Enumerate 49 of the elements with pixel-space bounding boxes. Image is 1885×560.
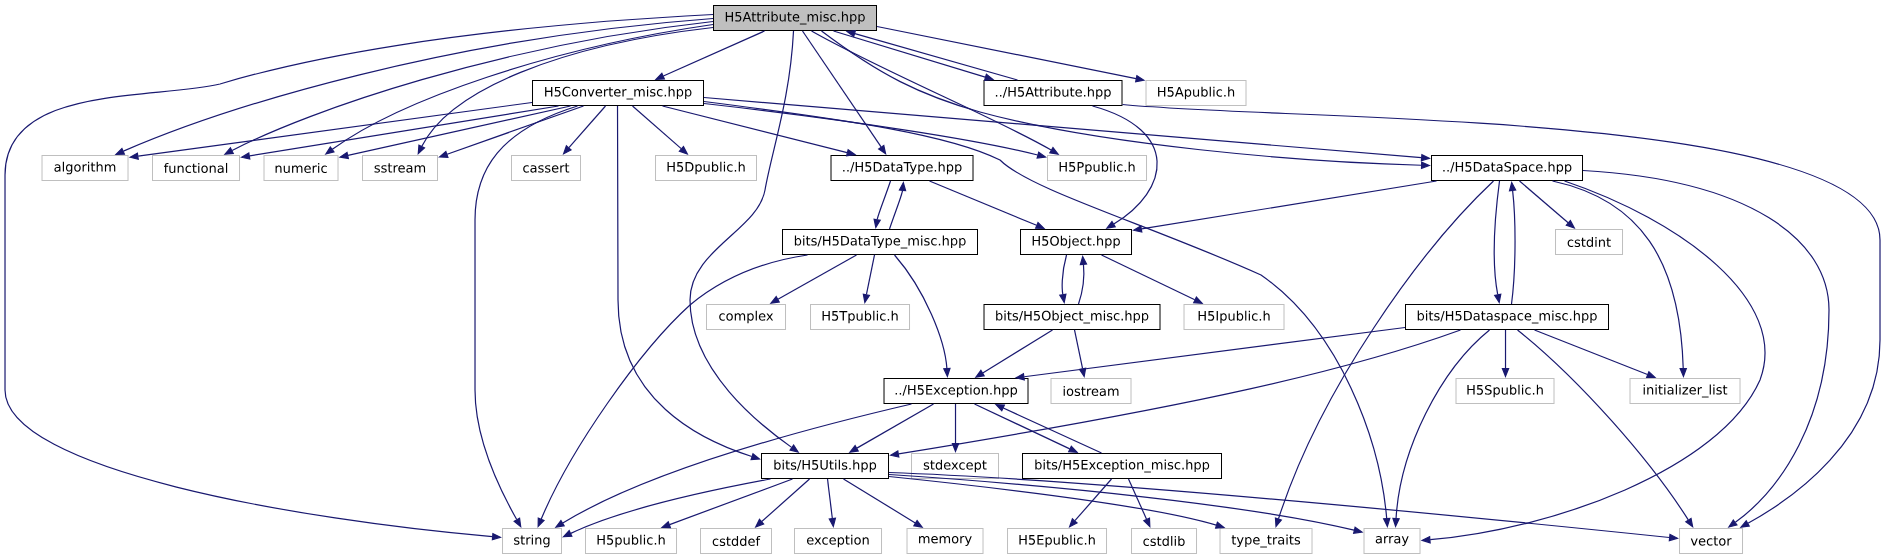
file-box: algorithm [41, 155, 129, 181]
file-box: complex [706, 304, 786, 330]
file-box: vector [1679, 528, 1743, 554]
file-box: array [1363, 528, 1421, 554]
file-box: H5Dpublic.h [655, 155, 757, 181]
file-box: initializer_list [1629, 378, 1741, 404]
file-box: ../H5Exception.hpp [883, 378, 1029, 404]
file-box: bits/H5DataType_misc.hpp [782, 229, 978, 255]
file-box: cstddef [700, 528, 772, 554]
file-box: string [502, 528, 562, 554]
arrow [4, 13, 714, 541]
arrow [562, 478, 772, 538]
file-box: H5Tpublic.h [810, 304, 910, 330]
arrow [417, 26, 714, 155]
arrow [1121, 103, 1881, 528]
file-box: H5Apublic.h [1145, 80, 1247, 106]
file-box: cstdint [1555, 229, 1623, 255]
file-box: stdexcept [911, 453, 999, 479]
arrow [1516, 329, 1694, 528]
file-box: H5Converter_misc.hpp [532, 80, 704, 106]
arrow [1582, 169, 1830, 528]
file-box: ../H5DataSpace.hpp [1431, 155, 1583, 181]
file-box: H5Spublic.h [1455, 378, 1555, 404]
file-box: sstream [362, 155, 438, 181]
file-box: numeric [263, 155, 339, 181]
file-box: H5Object.hpp [1020, 229, 1132, 255]
file-box: bits/H5Exception_misc.hpp [1022, 453, 1222, 479]
arrow [474, 105, 579, 528]
file-box: cstdlib [1131, 528, 1197, 554]
arrow [1091, 105, 1158, 229]
file-box: H5Ipublic.h [1183, 304, 1285, 330]
arrow [537, 254, 809, 528]
file-box: bits/H5Object_misc.hpp [983, 304, 1161, 330]
file-box: H5Ppublic.h [1047, 155, 1147, 181]
file-box: functional [152, 155, 240, 181]
file-box: ../H5DataType.hpp [830, 155, 974, 181]
file-box: H5public.h [585, 528, 677, 554]
file-box: bits/H5Utils.hpp [761, 453, 889, 479]
file-box: H5Epublic.h [1007, 528, 1107, 554]
arrow [1127, 478, 1151, 528]
file-box: exception [794, 528, 882, 554]
file-box: iostream [1050, 378, 1132, 404]
file-box: H5Attribute_misc.hpp [713, 5, 877, 31]
file-box: memory [906, 528, 984, 554]
file-box: ../H5Attribute.hpp [983, 80, 1123, 106]
arrow [801, 30, 887, 155]
file-box: type_traits [1219, 528, 1313, 554]
file-box: bits/H5Dataspace_misc.hpp [1405, 304, 1609, 330]
file-box: cassert [511, 155, 581, 181]
